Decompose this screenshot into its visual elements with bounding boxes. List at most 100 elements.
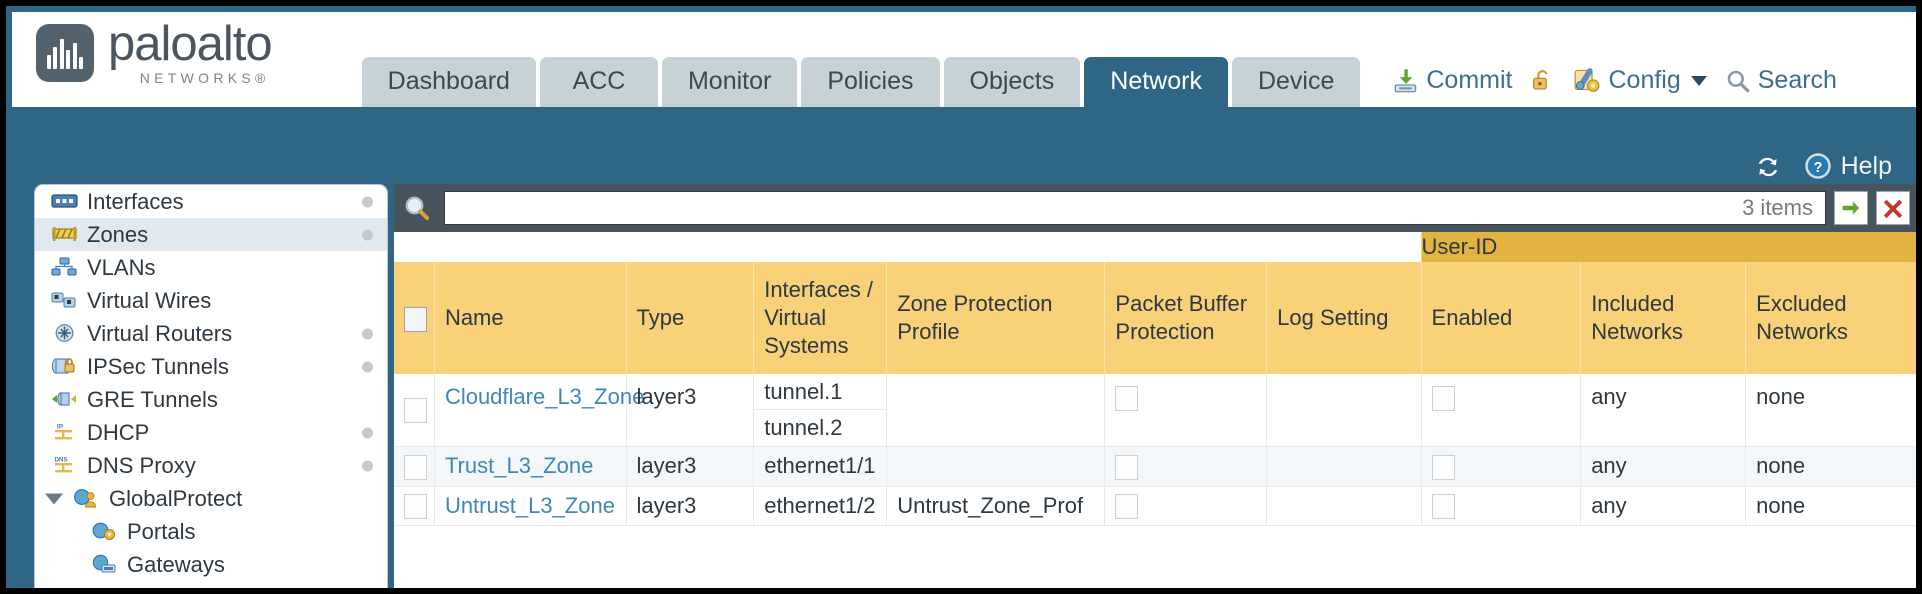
zones-icon	[51, 224, 78, 246]
sidebar-label: Interfaces	[87, 188, 184, 214]
sidebar-item-dhcp[interactable]: IP DHCP	[35, 416, 387, 449]
tab-policies[interactable]: Policies	[801, 57, 940, 107]
sidebar-item-interfaces[interactable]: Interfaces	[35, 185, 387, 218]
userid-enabled-checkbox[interactable]	[1431, 454, 1455, 480]
group-header-spacer	[394, 232, 1422, 262]
tab-objects[interactable]: Objects	[943, 57, 1081, 107]
sidebar-item-ipsec-tunnels[interactable]: IPSec Tunnels	[35, 350, 387, 383]
zones-table: User-ID Name Type Interfaces / Virtual S…	[394, 232, 1916, 527]
zone-name-link[interactable]: Trust_L3_Zone	[444, 453, 594, 479]
table-group-header-row: User-ID	[394, 232, 1916, 262]
padlock-unlocked-icon	[1530, 67, 1555, 94]
col-name[interactable]: Name	[433, 262, 626, 374]
config-menu[interactable]: Config	[1573, 66, 1707, 95]
row-name-cell: Untrust_L3_Zone	[433, 486, 626, 527]
row-packet-buffer-protection[interactable]	[1104, 374, 1267, 447]
chevron-down-icon	[1690, 75, 1707, 86]
tab-dashboard[interactable]: Dashboard	[361, 57, 536, 107]
row-excluded-networks: none	[1745, 374, 1916, 447]
row-interfaces: ethernet1/2	[753, 486, 887, 527]
virtual-wires-icon	[51, 290, 78, 312]
clear-filter-button[interactable]	[1876, 191, 1910, 225]
tab-acc[interactable]: ACC	[539, 57, 658, 107]
row-type: layer3	[625, 374, 754, 447]
apply-filter-button[interactable]	[1834, 191, 1868, 225]
sidebar-item-gateways[interactable]: Gateways	[35, 548, 387, 581]
select-all-checkbox[interactable]	[404, 306, 427, 332]
sidebar-item-globalprotect[interactable]: GlobalProtect	[35, 482, 387, 515]
virtual-routers-icon	[51, 323, 78, 345]
interface-item: tunnel.1	[754, 374, 887, 410]
col-interfaces[interactable]: Interfaces / Virtual Systems	[753, 262, 887, 374]
row-included-networks: any	[1580, 446, 1746, 487]
row-zone-protection-profile	[886, 374, 1105, 447]
userid-enabled-checkbox[interactable]	[1431, 385, 1455, 411]
sidebar-item-portals[interactable]: Portals	[35, 515, 387, 548]
commit-label: Commit	[1426, 66, 1513, 94]
row-select-cell[interactable]	[394, 486, 435, 527]
sidebar-item-virtual-routers[interactable]: Virtual Routers	[35, 317, 387, 350]
row-select-cell[interactable]	[394, 446, 435, 487]
item-count: 3 items	[1742, 195, 1813, 220]
row-userid-enabled[interactable]	[1420, 374, 1581, 447]
help-question-icon: ?	[1803, 151, 1833, 181]
sidebar-label: Portals	[127, 518, 196, 544]
red-x-clear-icon	[1882, 197, 1904, 219]
col-enabled[interactable]: Enabled	[1420, 262, 1581, 374]
brand-sub: NETWORKS®	[139, 70, 270, 86]
help-link[interactable]: ? Help	[1803, 151, 1892, 181]
packet-buffer-checkbox[interactable]	[1115, 454, 1139, 480]
packet-buffer-checkbox[interactable]	[1115, 494, 1139, 520]
search-button[interactable]: Search	[1725, 66, 1837, 95]
tab-device[interactable]: Device	[1231, 57, 1361, 107]
row-packet-buffer-protection[interactable]	[1104, 486, 1267, 527]
row-packet-buffer-protection[interactable]	[1104, 446, 1267, 487]
row-name-cell: Trust_L3_Zone	[433, 446, 626, 487]
row-checkbox[interactable]	[404, 398, 427, 424]
row-type: layer3	[625, 486, 754, 527]
brand-name: paloalto	[108, 17, 273, 71]
sidebar-item-vlans[interactable]: VLANs	[35, 251, 387, 284]
sidebar-item-gre-tunnels[interactable]: GRE Tunnels	[35, 383, 387, 416]
col-excluded-networks[interactable]: Excluded Networks	[1745, 262, 1916, 374]
sidebar-label: Zones	[87, 221, 149, 247]
row-excluded-networks: none	[1745, 446, 1916, 487]
lock-button[interactable]	[1530, 67, 1555, 94]
col-log-setting[interactable]: Log Setting	[1266, 262, 1422, 374]
col-zone-protection-profile[interactable]: Zone Protection Profile	[886, 262, 1105, 374]
commit-button[interactable]: Commit	[1392, 66, 1512, 95]
col-included-networks[interactable]: Included Networks	[1580, 262, 1746, 374]
sidebar-status-dot	[362, 361, 373, 372]
sidebar-item-dns-proxy[interactable]: DNS DNS Proxy	[35, 449, 387, 482]
row-name-cell: Cloudflare_L3_Zone	[433, 374, 644, 447]
row-checkbox[interactable]	[404, 494, 427, 520]
row-userid-enabled[interactable]	[1420, 486, 1581, 527]
sidebar-item-virtual-wires[interactable]: Virtual Wires	[35, 284, 387, 317]
expander-collapse-icon[interactable]	[45, 493, 63, 504]
sidebar-status-dot	[362, 229, 373, 240]
table-row[interactable]: Cloudflare_L3_Zone layer3 tunnel.1 tunne…	[394, 374, 1916, 447]
packet-buffer-checkbox[interactable]	[1115, 385, 1139, 411]
refresh-icon[interactable]	[1753, 153, 1783, 181]
search-input[interactable]: 3 items	[444, 191, 1826, 225]
col-packet-buffer-protection[interactable]: Packet Buffer Protection	[1104, 262, 1267, 374]
sidebar-item-zones[interactable]: Zones	[35, 218, 387, 251]
userid-enabled-checkbox[interactable]	[1431, 494, 1455, 520]
row-included-networks: any	[1580, 486, 1746, 527]
table-row[interactable]: Untrust_L3_Zone layer3 ethernet1/2 Untru…	[394, 486, 1916, 527]
portals-icon	[91, 521, 118, 543]
row-select-cell[interactable]	[394, 374, 435, 447]
zone-name-link[interactable]: Cloudflare_L3_Zone	[444, 384, 645, 409]
tab-network[interactable]: Network	[1084, 57, 1228, 107]
col-type[interactable]: Type	[625, 262, 754, 374]
zone-name-link[interactable]: Untrust_L3_Zone	[444, 493, 615, 519]
sidebar-label: Gateways	[127, 551, 225, 577]
row-userid-enabled[interactable]	[1420, 446, 1581, 487]
brand-logo[interactable]: paloalto NETWORKS®	[36, 17, 273, 86]
row-checkbox[interactable]	[404, 454, 427, 480]
table-row[interactable]: Trust_L3_Zone layer3 ethernet1/1 any non…	[394, 446, 1916, 487]
select-all-header[interactable]	[394, 262, 435, 374]
tab-monitor[interactable]: Monitor	[661, 57, 798, 107]
config-wrench-icon	[1573, 67, 1601, 94]
sidebar-label: DNS Proxy	[87, 452, 196, 478]
